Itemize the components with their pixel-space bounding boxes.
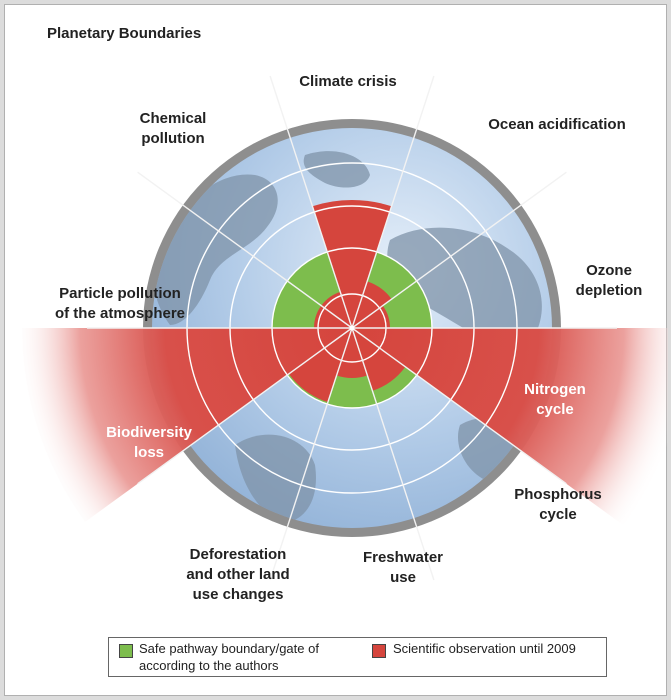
grid-spoke: [137, 327, 353, 485]
wedge-ozone-depletion: [352, 305, 390, 328]
label-ocean-acidification: Ocean acidification: [488, 116, 626, 133]
wedge-particle-pollution: [314, 305, 352, 328]
grid-lines: [87, 75, 617, 581]
grid-spoke: [137, 171, 353, 329]
diagram-title: Planetary Boundaries: [47, 25, 202, 42]
label-freshwater-use: Freshwater use: [362, 549, 444, 586]
grid-spoke: [351, 327, 435, 581]
legend: Safe pathway boundary/gate of according …: [108, 637, 607, 677]
grid-spoke: [269, 327, 353, 581]
label-deforestation: Deforestation and other land use changes: [186, 546, 290, 603]
planetary-boundaries-diagram: [22, 75, 668, 581]
wedge-deforestation: [288, 328, 352, 403]
legend-safe-label: Safe pathway boundary/gate of according …: [139, 641, 319, 673]
legend-safe-swatch: [119, 644, 133, 658]
center-dot: [349, 325, 355, 331]
wedge-nitrogen-cycle: [352, 328, 668, 526]
label-ozone-depletion: Ozone depletion: [575, 262, 643, 299]
legend-observed-swatch: [372, 644, 386, 658]
label-chemical-pollution: Chemical pollution: [139, 110, 207, 147]
wedge-biodiversity-loss: [22, 328, 352, 522]
wedge-climate-crisis: [312, 199, 392, 328]
observed-wedges: [22, 199, 668, 526]
grid-spoke: [351, 327, 567, 485]
grid-spoke: [269, 75, 353, 329]
label-nitrogen-cycle: Nitrogen cycle: [524, 381, 586, 418]
label-climate-crisis: Climate crisis: [299, 73, 397, 90]
label-biodiversity-loss: Biodiversity loss: [106, 424, 192, 461]
legend-observed-label: Scientific observation until 2009: [393, 641, 576, 656]
wedge-chemical-pollution: [321, 291, 352, 328]
label-particle-pollution: Particle pollution of the atmosphere: [54, 285, 186, 322]
grid-spoke: [351, 171, 567, 329]
wedge-freshwater-use: [336, 328, 368, 378]
label-phosphorus-cycle: Phosphorus cycle: [514, 486, 602, 523]
wedge-phosphorus-cycle: [352, 328, 406, 391]
grid-spoke: [351, 75, 435, 329]
wedge-ocean-acidification: [352, 281, 392, 328]
